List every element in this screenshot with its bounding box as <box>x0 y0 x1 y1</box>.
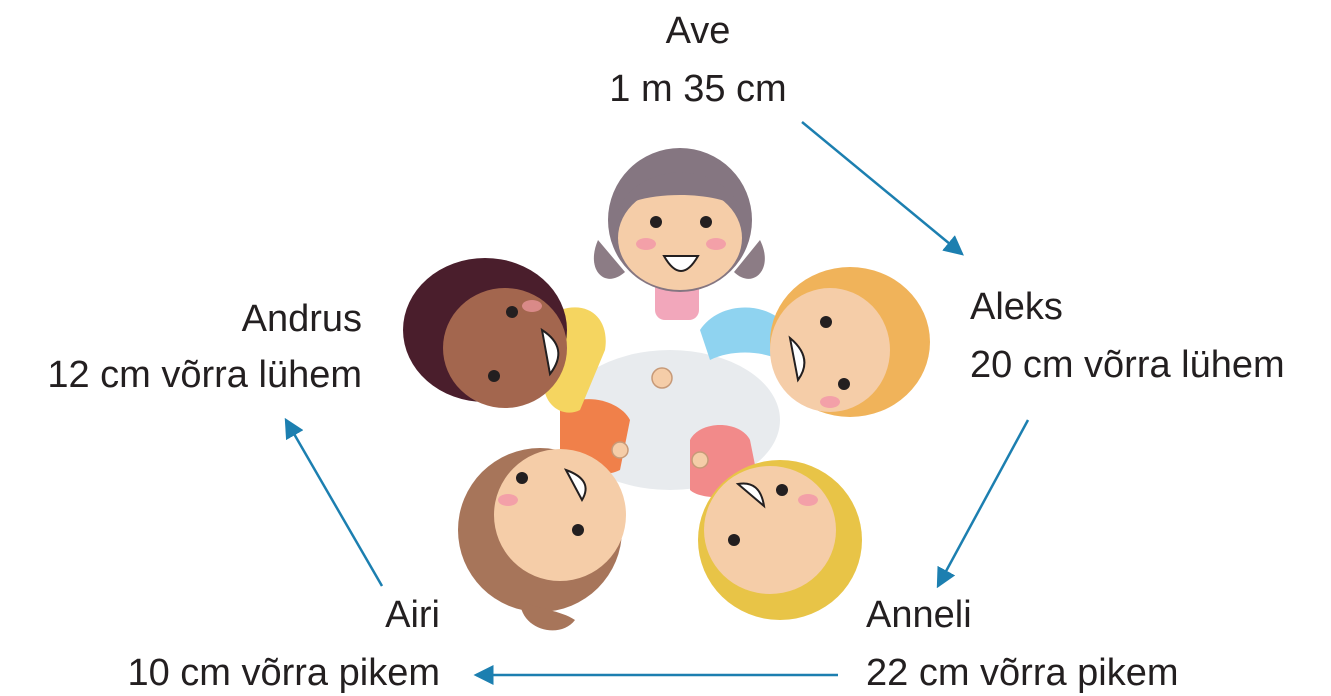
label-andrus: Andrus 12 cm võrra lühem <box>0 296 362 398</box>
child-anneli-figure <box>690 425 862 620</box>
child-name: Airi <box>90 592 440 638</box>
child-name: Anneli <box>866 592 1179 638</box>
child-height: 10 cm võrra pikem <box>90 650 440 696</box>
child-name: Ave <box>548 8 848 54</box>
label-aleks: Aleks 20 cm võrra lühem <box>970 284 1285 388</box>
children-circle-illustration <box>403 148 930 630</box>
child-height: 20 cm võrra lühem <box>970 342 1285 388</box>
child-height: 1 m 35 cm <box>548 66 848 112</box>
child-airi-figure <box>458 399 630 630</box>
label-anneli: Anneli 22 cm võrra pikem <box>866 592 1179 696</box>
arrow-airi-to-andrus <box>286 420 382 586</box>
child-height: 22 cm võrra pikem <box>866 650 1179 696</box>
label-airi: Airi 10 cm võrra pikem <box>90 592 440 696</box>
child-height: 12 cm võrra lühem <box>0 352 362 398</box>
child-name: Andrus <box>0 296 362 342</box>
arrow-ave-to-aleks <box>802 122 962 254</box>
child-andrus-figure <box>403 258 606 413</box>
arrow-aleks-to-anneli <box>938 420 1028 586</box>
child-ave-figure <box>594 148 765 320</box>
child-name: Aleks <box>970 284 1285 330</box>
label-ave: Ave 1 m 35 cm <box>548 8 848 112</box>
